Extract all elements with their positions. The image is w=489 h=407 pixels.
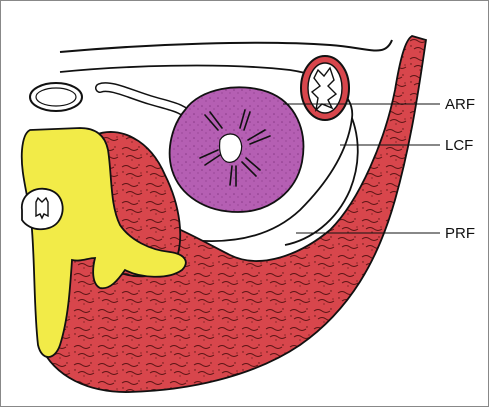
lcf-label: LCF <box>445 137 473 154</box>
kidney-hilum <box>219 133 243 163</box>
prf-label: PRF <box>445 225 475 242</box>
spinal-cord <box>35 196 49 220</box>
bowel-loop <box>29 82 83 112</box>
perirenal-space-outline <box>59 64 353 243</box>
body-wall-line <box>59 39 393 53</box>
arf-label: ARF <box>445 96 475 113</box>
colon-lumen <box>310 66 338 113</box>
bowel-loop-inner <box>35 87 77 107</box>
renal-pyramids <box>199 109 271 187</box>
vertebra <box>20 127 187 358</box>
lateroconal-fascia-line <box>284 117 359 246</box>
